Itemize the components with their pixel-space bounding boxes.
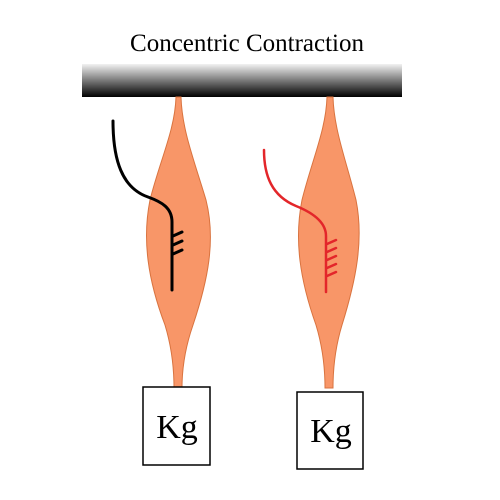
right-muscle-assembly: Kg	[262, 96, 364, 470]
right-nerve-endings	[325, 238, 338, 278]
left-weight-label: Kg	[156, 409, 198, 446]
right-weight-box	[296, 391, 364, 470]
diagram-title: Concentric Contraction	[130, 30, 364, 57]
left-nerve-fiber	[111, 119, 174, 292]
left-nerve-endings	[171, 230, 184, 256]
right-weight-label: Kg	[310, 413, 352, 450]
left-weight-box	[142, 386, 211, 466]
left-muscle-assembly: Kg	[111, 96, 211, 466]
right-nerve-fiber	[262, 148, 328, 294]
ceiling-bar	[82, 64, 402, 97]
